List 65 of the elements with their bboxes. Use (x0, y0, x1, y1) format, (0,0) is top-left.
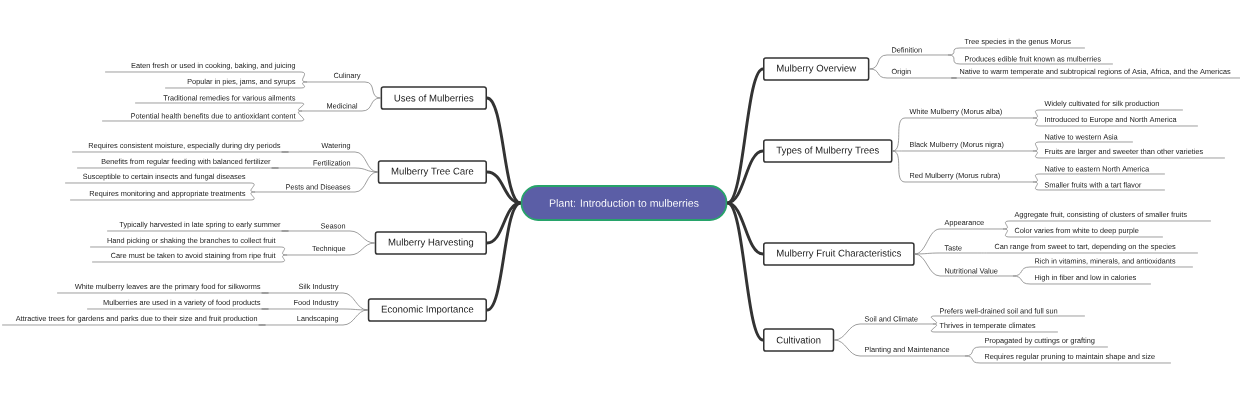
topic-box: Types of Mulberry Trees (763, 139, 893, 163)
connector (361, 97, 381, 112)
connector (354, 171, 379, 193)
connector (249, 182, 256, 193)
topic-box: Mulberry Fruit Characteristics (763, 242, 915, 266)
connector (258, 324, 266, 326)
connector (1012, 266, 1031, 277)
connector (261, 292, 269, 294)
connector (892, 117, 906, 152)
connector (930, 323, 937, 333)
connector (249, 191, 256, 201)
connector (1002, 220, 1011, 230)
connector (298, 110, 305, 122)
connector (914, 253, 941, 277)
connector (271, 167, 279, 169)
topic-box: Uses of Mulberries (380, 86, 487, 110)
topic-box: Mulberry Harvesting (374, 231, 487, 255)
connector (364, 81, 381, 99)
connector (486, 201, 521, 245)
connector (727, 149, 764, 205)
connector (349, 230, 376, 244)
connector (1032, 181, 1041, 191)
central-topic: Plant: Introduction to mulberries (520, 185, 728, 221)
connector (486, 96, 522, 205)
connector (869, 54, 888, 70)
connector (964, 355, 981, 364)
connector (349, 242, 376, 256)
connector (486, 201, 522, 312)
connector (342, 309, 369, 326)
connector (727, 201, 764, 256)
connector (1032, 173, 1041, 183)
connector (869, 68, 888, 79)
topic-box: Cultivation (763, 328, 835, 352)
connector (298, 102, 305, 112)
connector (833, 323, 861, 341)
connector (1032, 141, 1041, 152)
connector (964, 346, 981, 357)
connector (977, 252, 991, 254)
connector (1012, 275, 1031, 285)
connector (947, 47, 961, 56)
connector (930, 315, 937, 325)
connector (892, 150, 906, 183)
connector (947, 54, 961, 65)
connector (354, 167, 379, 173)
connector (950, 77, 957, 79)
connector (1032, 109, 1041, 119)
connector (299, 81, 308, 89)
connector (279, 254, 288, 263)
connector (892, 150, 906, 152)
topic-box: Mulberry Tree Care (377, 160, 487, 184)
connector (726, 201, 764, 342)
connector (1032, 117, 1041, 127)
connector (281, 230, 289, 232)
connector (833, 339, 861, 357)
connector (1002, 228, 1011, 238)
connector (1032, 150, 1041, 159)
topic-box: Economic Importance (367, 298, 487, 322)
connector (914, 252, 941, 255)
connector (279, 246, 288, 256)
connector (281, 151, 289, 153)
connector (261, 308, 269, 310)
connector (299, 71, 308, 83)
connector (486, 170, 521, 205)
topic-box: Mulberry Overview (763, 57, 870, 81)
connector (342, 308, 369, 311)
